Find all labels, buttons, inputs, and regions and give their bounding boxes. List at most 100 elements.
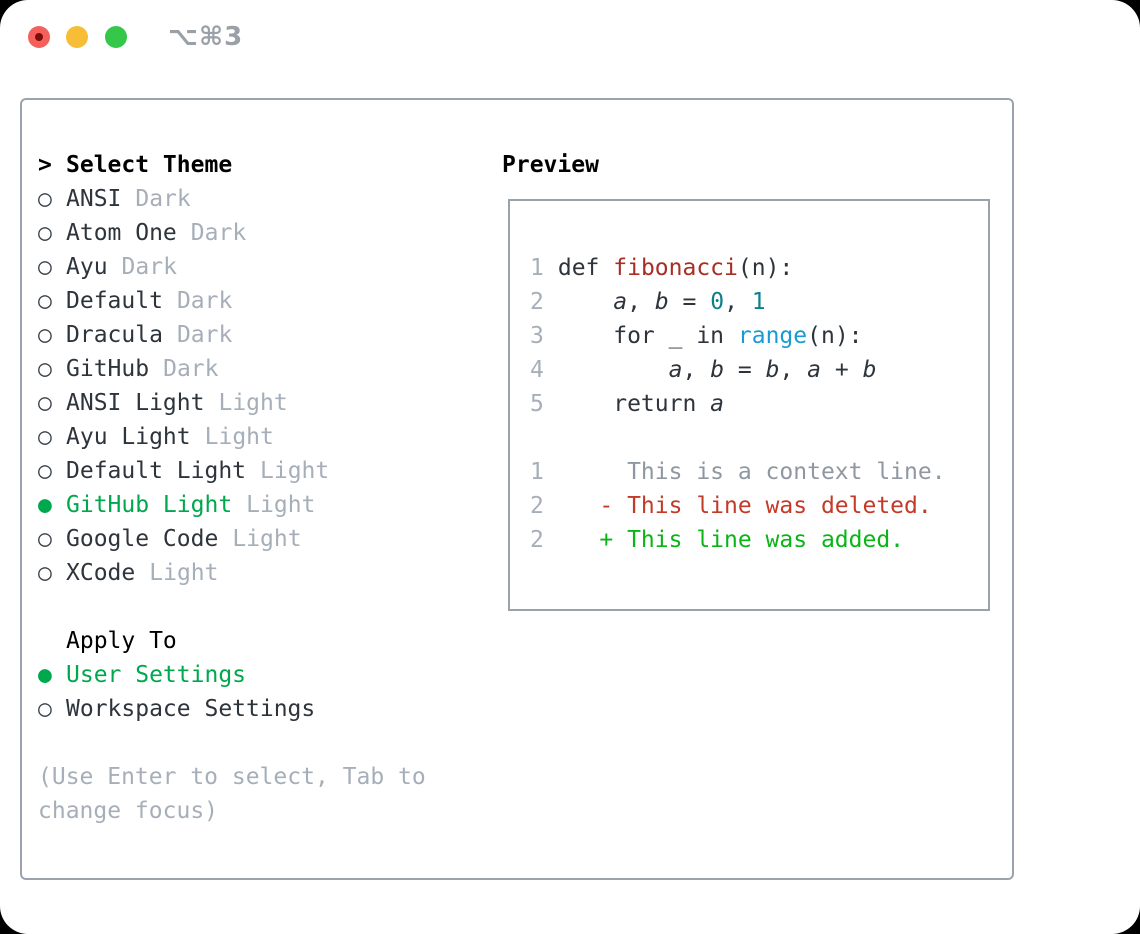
- radio-selected-icon: ●: [38, 662, 52, 688]
- theme-badge: Dark: [163, 356, 219, 382]
- function-name: fibonacci: [613, 255, 738, 281]
- line-number: 5: [530, 391, 544, 417]
- theme-option-github-dark[interactable]: ○ GitHub Dark: [38, 352, 329, 386]
- code-text: ,: [627, 289, 655, 315]
- radio-icon: ○: [38, 254, 52, 280]
- theme-name: Atom One: [66, 220, 177, 246]
- theme-option-ayu-dark[interactable]: ○ Ayu Dark: [38, 250, 329, 284]
- code-preview: 1 def fibonacci(n): 2 a, b = 0, 1 3 for …: [530, 251, 946, 557]
- code-text: =: [724, 357, 766, 383]
- theme-badge: Light: [260, 458, 330, 484]
- theme-option-github-light[interactable]: ● GitHub Light Light: [38, 488, 329, 522]
- apply-option-label: User Settings: [66, 662, 247, 688]
- apply-option-user-settings[interactable]: ● User Settings: [38, 658, 329, 692]
- number-literal: 0: [710, 289, 725, 315]
- code-text: return: [544, 391, 711, 417]
- theme-name: Dracula: [66, 322, 163, 348]
- line-number: 1: [530, 255, 544, 281]
- theme-name: Google Code: [66, 526, 219, 552]
- variable: b: [862, 357, 877, 383]
- radio-icon: ○: [38, 526, 52, 552]
- line-number: 2: [530, 493, 544, 519]
- code-text: ,: [724, 289, 752, 315]
- radio-icon: ○: [38, 458, 52, 484]
- variable: a: [710, 391, 725, 417]
- theme-badge: Dark: [135, 186, 191, 212]
- theme-option-xcode[interactable]: ○ XCode Light: [38, 556, 329, 590]
- radio-icon: ○: [38, 696, 52, 722]
- theme-badge: Dark: [176, 288, 233, 314]
- code-line: 5 return a: [530, 387, 946, 421]
- preview-box: [508, 199, 990, 611]
- close-button[interactable]: [28, 26, 50, 48]
- theme-option-google-code[interactable]: ○ Google Code Light: [38, 522, 329, 556]
- theme-badge: Light: [246, 492, 316, 518]
- code-text: [544, 357, 669, 383]
- code-text: (n):: [737, 255, 794, 281]
- code-line: 3 for _ in range(n):: [530, 319, 946, 353]
- line-number: 4: [530, 357, 544, 383]
- diff-added-line: 2 + This line was added.: [530, 523, 946, 557]
- variable: a: [807, 357, 822, 383]
- theme-badge: Dark: [121, 254, 177, 280]
- line-number: 2: [530, 527, 544, 553]
- preview-title: Preview: [502, 152, 599, 178]
- prompt-icon: >: [38, 152, 52, 178]
- radio-icon: ○: [38, 390, 52, 416]
- diff-deleted-line: 2 - This line was deleted.: [530, 489, 946, 523]
- apply-option-label: Workspace Settings: [66, 696, 316, 722]
- radio-icon: ○: [38, 560, 52, 586]
- radio-icon: ○: [38, 356, 52, 382]
- window-title-shortcut: ⌥⌘3: [168, 22, 244, 52]
- menu-title: Select Theme: [66, 152, 233, 178]
- theme-option-ansi-light[interactable]: ○ ANSI Light Light: [38, 386, 329, 420]
- line-number: 1: [530, 459, 544, 485]
- theme-badge: Light: [218, 390, 288, 416]
- theme-badge: Dark: [176, 322, 233, 348]
- theme-option-dracula-dark[interactable]: ○ Dracula Dark: [38, 318, 329, 352]
- variable: b: [765, 357, 780, 383]
- variable: b: [654, 289, 669, 315]
- code-text: [544, 289, 613, 315]
- code-text: ,: [682, 357, 711, 383]
- apply-to-header: Apply To: [38, 624, 329, 658]
- number-literal: 1: [751, 289, 766, 315]
- radio-selected-icon: ●: [38, 492, 52, 518]
- line-number: 3: [530, 323, 544, 349]
- theme-name: GitHub Light: [66, 492, 233, 518]
- code-text: +: [821, 357, 863, 383]
- minimize-button[interactable]: [66, 26, 88, 48]
- apply-option-workspace-settings[interactable]: ○ Workspace Settings: [38, 692, 329, 726]
- theme-name: Ayu: [66, 254, 108, 280]
- code-text: =: [668, 289, 711, 315]
- theme-badge: Light: [149, 560, 219, 586]
- radio-icon: ○: [38, 322, 52, 348]
- code-text: ,: [779, 357, 808, 383]
- theme-badge: Light: [232, 526, 302, 552]
- theme-name: Default: [66, 288, 163, 314]
- code-line: 1 def fibonacci(n):: [530, 251, 946, 285]
- keyboard-hint: (Use Enter to select, Tab to change focu…: [38, 764, 426, 824]
- theme-name: GitHub: [66, 356, 150, 382]
- blank-line: [530, 421, 946, 455]
- deleted-text: - This line was deleted.: [544, 493, 932, 519]
- theme-badge: Light: [204, 424, 274, 450]
- line-number: 2: [530, 289, 544, 315]
- theme-name: ANSI Light: [66, 390, 205, 416]
- code-line: 4 a, b = b, a + b: [530, 353, 946, 387]
- added-text: + This line was added.: [544, 527, 905, 553]
- select-theme-header: > Select Theme: [38, 148, 329, 182]
- diff-context-line: 1 This is a context line.: [530, 455, 946, 489]
- context-text: This is a context line.: [544, 459, 946, 485]
- zoom-button[interactable]: [105, 26, 127, 48]
- theme-name: XCode: [66, 560, 136, 586]
- radio-icon: ○: [38, 186, 52, 212]
- theme-name: Ayu Light: [66, 424, 191, 450]
